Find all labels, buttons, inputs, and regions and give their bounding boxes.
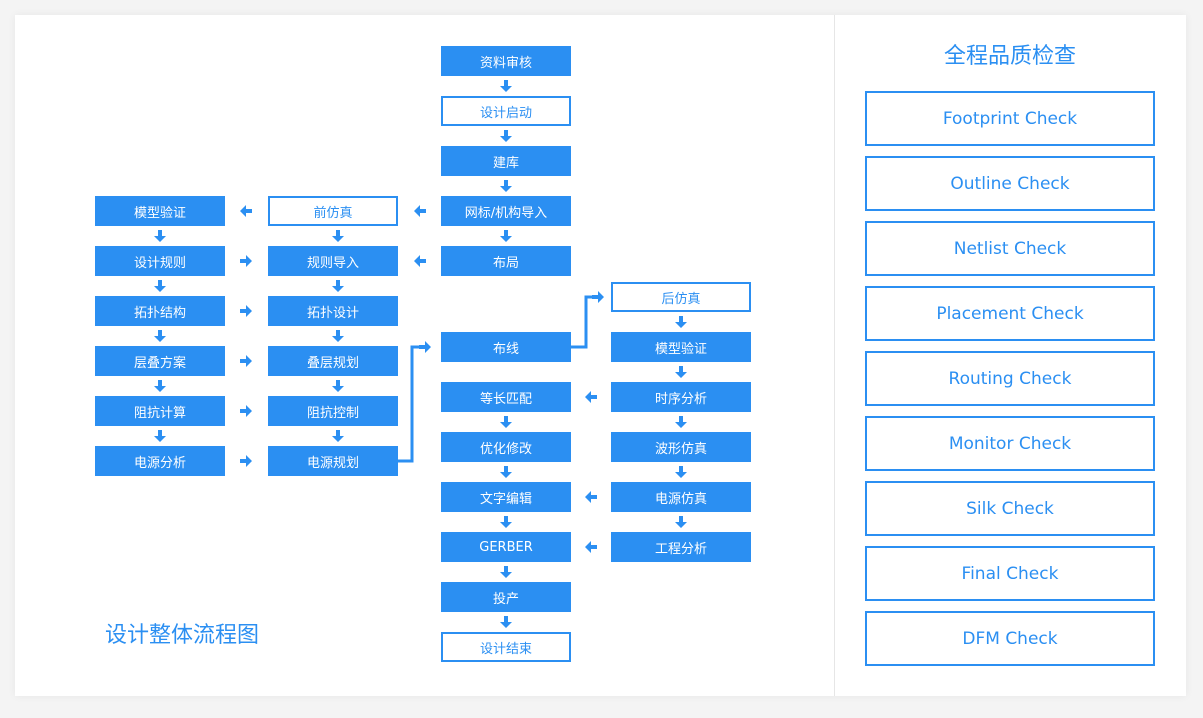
check-placement: Placement Check [865, 286, 1155, 341]
left-to-pre-arrow-3 [240, 405, 252, 417]
check-dfm: DFM Check [865, 611, 1155, 666]
main-down-arrow-1 [500, 130, 512, 142]
node-netlist-import: 网标/机构导入 [441, 196, 571, 226]
routing-to-postsim-arrowhead [592, 291, 604, 303]
node-model-verify-right: 模型验证 [611, 332, 751, 362]
main-down-arrow-7 [500, 566, 512, 578]
post-down-arrow-3 [675, 466, 687, 478]
node-power-plan: 电源规划 [268, 446, 398, 476]
left-down-arrow-0 [154, 230, 166, 242]
node-design-start: 设计启动 [441, 96, 571, 126]
node-topology: 拓扑结构 [95, 296, 225, 326]
node-timing-analysis: 时序分析 [611, 382, 751, 412]
post-down-arrow-2 [675, 416, 687, 428]
pre-down-arrow-4 [332, 430, 344, 442]
placement-to-rules-arrow [414, 255, 426, 267]
node-topology-design: 拓扑设计 [268, 296, 398, 326]
node-length-match: 等长匹配 [441, 382, 571, 412]
node-design-rules: 设计规则 [95, 246, 225, 276]
node-stackup: 层叠方案 [95, 346, 225, 376]
powerplan-to-routing-arrowhead [419, 341, 431, 353]
node-optimize: 优化修改 [441, 432, 571, 462]
post-to-main-arrow-0 [585, 391, 597, 403]
check-outline: Outline Check [865, 156, 1155, 211]
node-rule-import: 规则导入 [268, 246, 398, 276]
presim-to-model-arrow [240, 205, 252, 217]
routing-to-postsim-line [571, 295, 596, 349]
powerplan-to-routing-line [398, 345, 424, 463]
node-model-verify-left: 模型验证 [95, 196, 225, 226]
main-down-arrow-3 [500, 230, 512, 242]
main-down-arrow-2 [500, 180, 512, 192]
left-down-arrow-3 [154, 380, 166, 392]
node-power-analysis: 电源分析 [95, 446, 225, 476]
pre-down-arrow-2 [332, 330, 344, 342]
node-production: 投产 [441, 582, 571, 612]
node-gerber: GERBER [441, 532, 571, 562]
node-silk-edit: 文字编辑 [441, 482, 571, 512]
check-netlist: Netlist Check [865, 221, 1155, 276]
check-monitor: Monitor Check [865, 416, 1155, 471]
check-final: Final Check [865, 546, 1155, 601]
left-to-pre-arrow-2 [240, 355, 252, 367]
node-engineering-analysis: 工程分析 [611, 532, 751, 562]
check-routing: Routing Check [865, 351, 1155, 406]
node-pre-sim: 前仿真 [268, 196, 398, 226]
main-down-arrow-8 [500, 616, 512, 628]
pre-down-arrow-3 [332, 380, 344, 392]
main-down-arrow-5 [500, 466, 512, 478]
left-to-pre-arrow-4 [240, 455, 252, 467]
main-down-arrow-0 [500, 80, 512, 92]
panel-divider [834, 15, 835, 696]
main-down-arrow-6 [500, 516, 512, 528]
node-data-review: 资料审核 [441, 46, 571, 76]
node-post-sim: 后仿真 [611, 282, 751, 312]
left-to-pre-arrow-1 [240, 305, 252, 317]
node-stackup-plan: 叠层规划 [268, 346, 398, 376]
left-down-arrow-1 [154, 280, 166, 292]
pre-down-arrow-0 [332, 230, 344, 242]
post-to-main-arrow-1 [585, 491, 597, 503]
check-silk: Silk Check [865, 481, 1155, 536]
quality-title: 全程品质检查 [943, 44, 1076, 69]
node-impedance-control: 阻抗控制 [268, 396, 398, 426]
node-impedance-calc: 阻抗计算 [95, 396, 225, 426]
post-to-main-arrow-2 [585, 541, 597, 553]
check-footprint: Footprint Check [865, 91, 1155, 146]
node-placement: 布局 [441, 246, 571, 276]
flow-title: 设计整体流程图 [105, 623, 260, 648]
node-waveform-sim: 波形仿真 [611, 432, 751, 462]
left-down-arrow-2 [154, 330, 166, 342]
left-down-arrow-4 [154, 430, 166, 442]
left-to-pre-arrow-0 [240, 255, 252, 267]
node-power-sim: 电源仿真 [611, 482, 751, 512]
main-down-arrow-4 [500, 416, 512, 428]
main-to-presim-arrow [414, 205, 426, 217]
node-library: 建库 [441, 146, 571, 176]
post-down-arrow-0 [675, 316, 687, 328]
pre-down-arrow-1 [332, 280, 344, 292]
node-design-end: 设计结束 [441, 632, 571, 662]
post-down-arrow-4 [675, 516, 687, 528]
node-routing: 布线 [441, 332, 571, 362]
post-down-arrow-1 [675, 366, 687, 378]
